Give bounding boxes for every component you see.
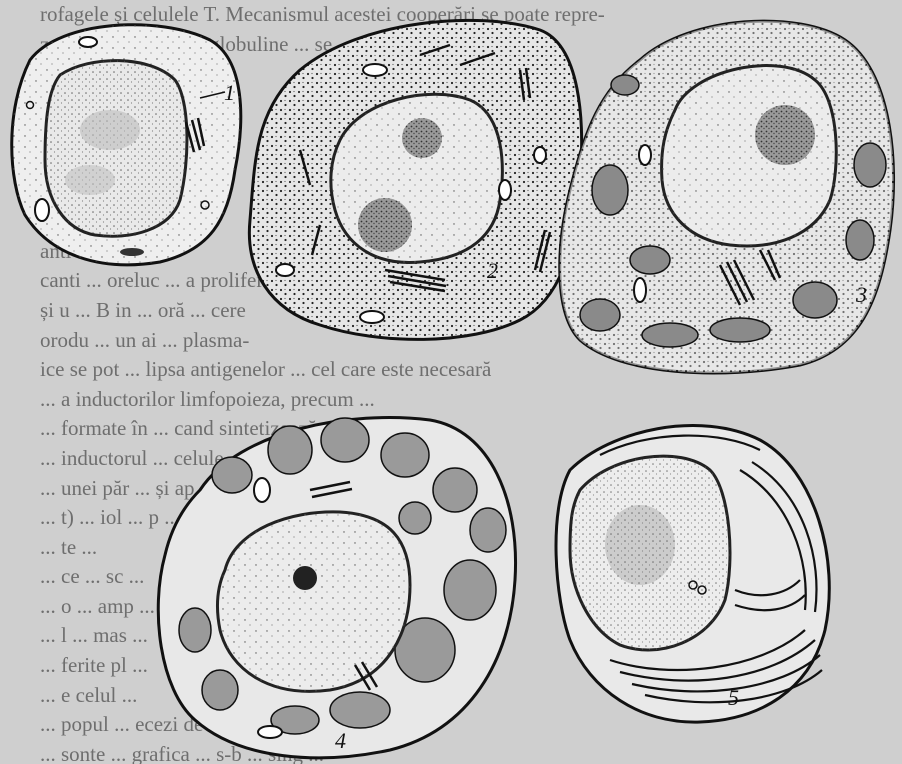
cell-2-icon: 2 bbox=[249, 20, 581, 339]
cell-label-5: 5 bbox=[728, 685, 739, 710]
cell-4-icon: 4 bbox=[158, 418, 515, 758]
cell-5-icon: 5 bbox=[556, 426, 829, 723]
cell-3-icon: 3 bbox=[560, 21, 894, 373]
cell-label-2: 2 bbox=[487, 258, 498, 283]
cell-label-3: 3 bbox=[855, 282, 867, 307]
cell-1-icon: 1 bbox=[12, 25, 241, 265]
cell-label-1: 1 bbox=[224, 80, 235, 105]
cell-label-4: 4 bbox=[335, 728, 346, 753]
